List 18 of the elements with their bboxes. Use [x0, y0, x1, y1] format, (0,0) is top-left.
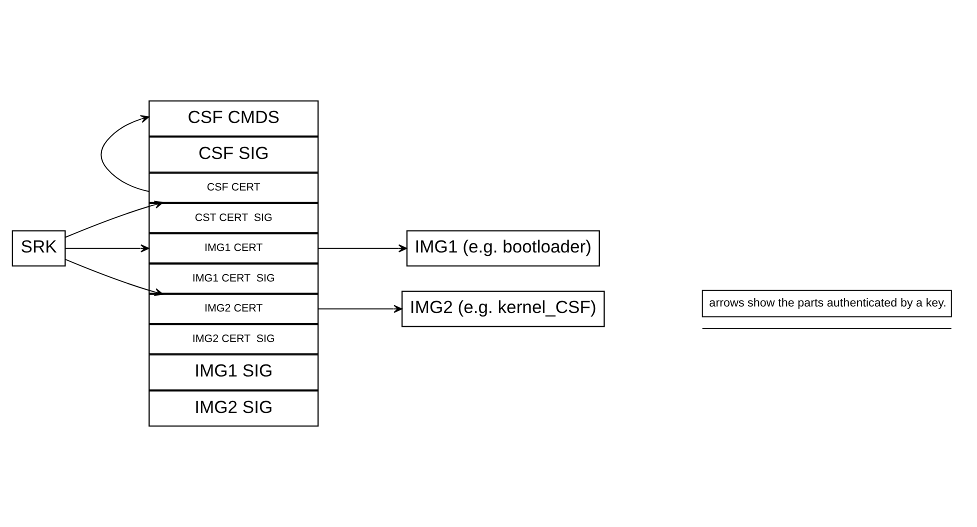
node-box: CSF CERT	[148, 172, 319, 204]
arrow	[318, 304, 402, 313]
node-box: CST CERT SIG	[148, 202, 319, 234]
node-box: SRK	[12, 230, 66, 267]
arrow	[100, 115, 150, 192]
legend-label: arrows show the parts authenticated by a key.	[709, 296, 946, 310]
node-box: IMG1 CERT	[148, 233, 319, 264]
arrow	[318, 244, 408, 252]
node-box: IMG1 (e.g. bootloader)	[406, 230, 600, 267]
node-box: IMG1 SIG	[148, 354, 319, 391]
node-box: IMG2 CERT	[148, 294, 319, 324]
node-box: IMG1 CERT SIG	[148, 263, 319, 294]
arrow	[64, 244, 150, 252]
node-box: CSF CMDS	[148, 100, 319, 137]
node-box: IMG2 (e.g. kernel_CSF)	[402, 290, 605, 328]
node-box: CSF SIG	[148, 136, 319, 173]
node-box: IMG2 CERT SIG	[148, 324, 319, 354]
node-box: IMG2 SIG	[148, 390, 319, 427]
